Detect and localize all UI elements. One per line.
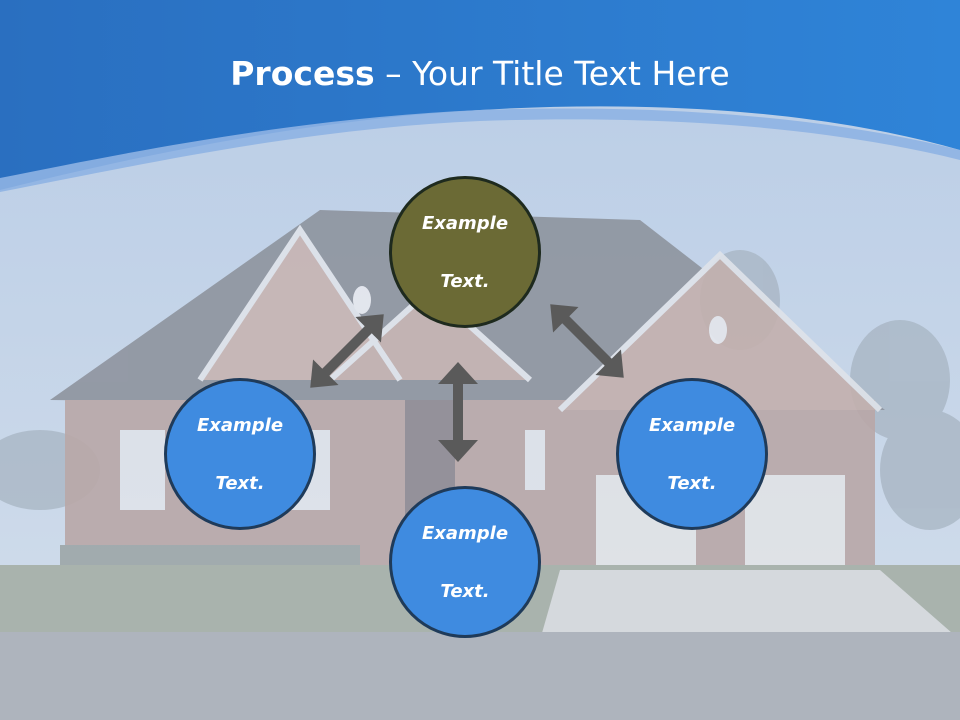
node-top-line2: Text. [440, 270, 490, 292]
node-right-line2: Text. [667, 472, 717, 494]
node-left-line2: Text. [215, 472, 265, 494]
node-bottom-line1: Example [421, 522, 509, 544]
node-left-line1: Example [196, 414, 284, 436]
title-bold: Process [230, 54, 375, 93]
node-top-line1: Example [421, 212, 509, 234]
node-right-line1: Example [648, 414, 736, 436]
node-bottom-line2: Text. [440, 580, 490, 602]
page-title: Process – Your Title Text Here [0, 52, 960, 96]
title-rest: – Your Title Text Here [374, 54, 730, 93]
